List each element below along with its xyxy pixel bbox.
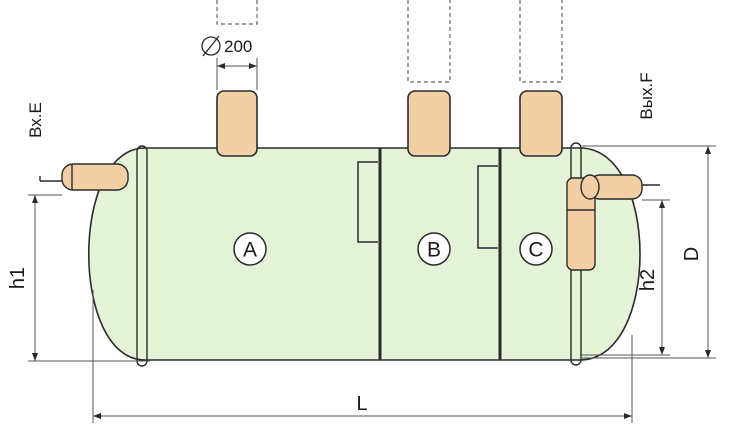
- compartment-c-label: C: [528, 239, 543, 262]
- d-dimension: [582, 145, 716, 359]
- d-label: D: [681, 247, 703, 261]
- diameter-arrow-left: [217, 63, 225, 69]
- diameter-value: 200: [224, 37, 252, 56]
- riser-extensions: [216, 0, 563, 83]
- compartment-labels: A B C: [243, 239, 544, 262]
- diameter-symbol-icon: [201, 36, 221, 56]
- riser-neck-b: [407, 90, 451, 157]
- h1-label: h1: [7, 267, 29, 289]
- h1-arrow-bottom: [32, 353, 38, 361]
- l-arrow-right: [624, 413, 632, 419]
- partitions: [378, 148, 502, 360]
- h2-arrow-top: [659, 200, 665, 208]
- baffle-ab: [357, 161, 378, 243]
- riser-neck-a: [216, 90, 258, 157]
- overflow-baffles: [357, 161, 498, 249]
- riser-extension-b: [407, 0, 451, 83]
- l-label: L: [356, 393, 367, 415]
- outlet-tee-joint: [580, 174, 600, 200]
- inlet-pipe-body: [61, 163, 129, 191]
- ring-left: [136, 145, 148, 367]
- outlet-label: Вых.F: [637, 72, 656, 119]
- d-arrow-bottom: [705, 350, 711, 358]
- diameter-dimension: [201, 35, 258, 90]
- diameter-symbol-slash: [202, 35, 220, 57]
- compartment-b-label: B: [427, 239, 441, 262]
- riser-extension-c: [519, 0, 563, 83]
- compartment-markers: [233, 232, 553, 266]
- h2-arrow-bottom: [659, 347, 665, 355]
- outlet-tee-vertical: [566, 177, 596, 271]
- h2-dimension: [580, 199, 670, 356]
- compartment-c-circle: [519, 232, 553, 266]
- riser-extension-a: [216, 0, 258, 25]
- h1-arrow-top: [32, 195, 38, 203]
- inlet-pipe: [39, 163, 129, 191]
- d-arrow-top: [705, 146, 711, 154]
- outlet-pipe: [566, 174, 660, 271]
- baffle-bc: [477, 165, 498, 249]
- l-dimension: [92, 290, 633, 423]
- compartment-a-label: A: [243, 239, 257, 262]
- compartment-a-circle: [233, 232, 267, 266]
- h1-dimension: [28, 194, 150, 362]
- h2-label: h2: [637, 269, 659, 291]
- compartment-b-circle: [417, 232, 451, 266]
- l-arrow-left: [93, 413, 101, 419]
- riser-neck-c: [519, 90, 563, 157]
- diameter-arrow-right: [249, 63, 257, 69]
- inlet-label: Вх.E: [26, 102, 45, 138]
- riser-necks: [216, 90, 563, 157]
- tank-body: [87, 147, 641, 361]
